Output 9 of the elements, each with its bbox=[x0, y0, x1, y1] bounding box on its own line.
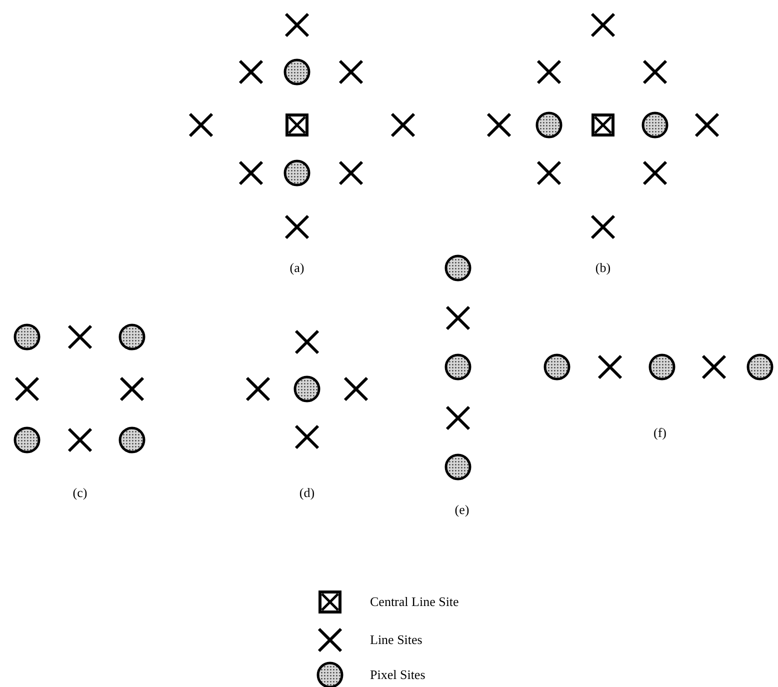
panel-label: (e) bbox=[454, 502, 470, 518]
panel-label: (c) bbox=[72, 485, 88, 501]
panel-label: (b) bbox=[595, 260, 611, 276]
panel-label: (a) bbox=[290, 260, 304, 276]
legend-text: Central Line Site bbox=[370, 594, 459, 610]
panel-label: (d) bbox=[299, 485, 315, 501]
legend-text: Line Sites bbox=[370, 632, 422, 648]
panel-label: (f) bbox=[654, 425, 666, 441]
legend-text: Pixel Sites bbox=[370, 667, 426, 683]
